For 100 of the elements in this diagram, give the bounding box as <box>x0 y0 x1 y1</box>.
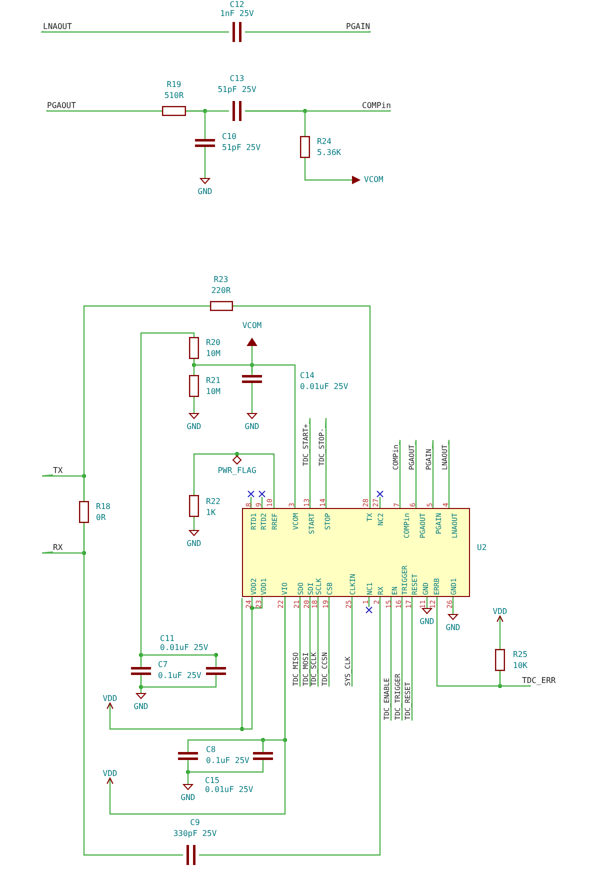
component-value: 5.36K <box>317 148 342 157</box>
wire <box>400 596 403 721</box>
power-label: GND <box>196 187 214 196</box>
wire <box>308 417 311 509</box>
power-label: GND <box>132 702 150 711</box>
wire <box>390 596 392 721</box>
component-value: 10K <box>513 661 528 670</box>
component-value: 0.01uF 25V <box>205 785 254 794</box>
reference-designator: C15 <box>205 776 220 785</box>
wire <box>251 345 253 374</box>
reference-designator: R20 <box>206 338 220 347</box>
reference-designator: R19 <box>166 80 182 89</box>
wire <box>308 596 311 687</box>
power-label: GND <box>444 623 462 632</box>
wire <box>140 677 142 694</box>
power-label: GND <box>244 422 260 431</box>
reference-designator: R22 <box>206 497 220 506</box>
component-value: 0.1uF 25V <box>158 671 202 680</box>
net-label: PGAIN <box>346 22 370 31</box>
component-value: 0.1uF 25V <box>206 756 250 765</box>
wire <box>304 157 353 181</box>
wire <box>432 439 434 509</box>
wire <box>324 417 327 509</box>
component-value: 1nF 25V <box>220 9 254 18</box>
net-label: RX <box>53 543 63 552</box>
net-label: TX <box>53 466 63 475</box>
wire <box>140 654 217 666</box>
component-value: 0.01uF 25V <box>160 643 208 652</box>
power-label: VDD <box>102 769 118 778</box>
wire <box>410 596 413 721</box>
wire <box>316 596 319 687</box>
power-flag-label: PWR_FLAG <box>218 466 256 475</box>
wire <box>298 596 301 687</box>
reference-designator: C7 <box>158 660 168 669</box>
wire <box>193 516 195 531</box>
wire <box>46 110 163 112</box>
wire <box>398 439 401 509</box>
power-label: VDD <box>102 694 118 703</box>
wire <box>40 30 230 33</box>
wire <box>204 148 206 179</box>
wire <box>414 439 417 509</box>
wire <box>251 384 253 414</box>
power-label: GND <box>186 422 202 431</box>
reference-designator: C14 <box>300 371 314 380</box>
wire <box>140 676 217 688</box>
component-value: 0R <box>96 513 106 522</box>
reference-designator: C13 <box>230 74 244 83</box>
wire <box>187 739 264 751</box>
reference-designator: C12 <box>230 0 244 9</box>
wire <box>232 305 371 509</box>
power-label: GND <box>186 539 202 548</box>
wire <box>436 596 501 687</box>
reference-designator: C8 <box>206 745 216 754</box>
net-label: TDC_ERR <box>522 676 556 685</box>
wire <box>187 762 189 785</box>
wire <box>185 110 206 138</box>
net-label: LNAOUT <box>43 22 72 31</box>
power-label: VCOM <box>364 175 384 184</box>
component-value: 51pF 25V <box>222 143 261 152</box>
reference-designator: C10 <box>222 132 236 141</box>
component-value: 10M <box>206 387 220 396</box>
wire <box>106 596 286 815</box>
reference-designator: R23 <box>214 275 228 284</box>
component-value: 1K <box>206 508 216 517</box>
wire <box>41 522 85 554</box>
component-value: 220R <box>211 286 231 295</box>
component-value: 0.01uF 25V <box>300 382 348 391</box>
wire <box>41 474 85 502</box>
wire <box>499 670 531 687</box>
wire <box>350 596 353 687</box>
wire <box>496 615 504 650</box>
reference-designator: C11 <box>160 634 174 643</box>
component-value: 330pF 25V <box>173 829 217 838</box>
reference-designator: R25 <box>513 650 528 659</box>
wire <box>328 596 330 687</box>
wire <box>448 439 450 509</box>
power-label: GND <box>180 793 196 802</box>
wire <box>193 396 195 414</box>
power-label: GND <box>418 617 436 626</box>
wire <box>452 596 454 615</box>
wire <box>426 596 428 609</box>
power-label: VCOM <box>241 321 263 330</box>
reference-designator: R21 <box>206 376 220 385</box>
wire <box>251 364 296 509</box>
wire <box>244 110 391 112</box>
wire <box>244 30 371 33</box>
reference-designator: R24 <box>317 137 332 146</box>
wire <box>193 453 275 509</box>
wire <box>187 761 264 773</box>
component-value: 51pF 25V <box>218 85 256 94</box>
power-label: VDD <box>492 607 508 616</box>
component-value: 10M <box>206 349 220 358</box>
reference-designator: R18 <box>96 502 110 511</box>
component-value: 510R <box>164 91 184 100</box>
reference-designator: C9 <box>190 818 200 827</box>
reference-designator: U2 <box>477 543 487 552</box>
wire <box>106 596 253 730</box>
wire <box>198 596 381 856</box>
net-label: COMPin <box>362 101 391 110</box>
net-label: PGAOUT <box>47 101 76 110</box>
